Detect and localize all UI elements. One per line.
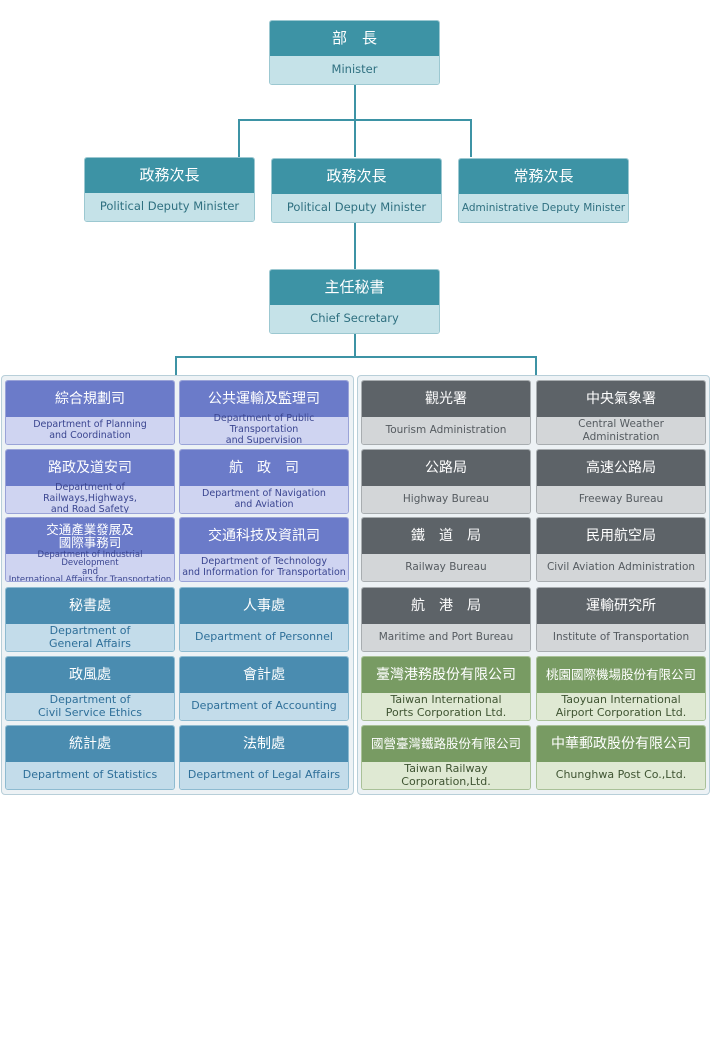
connector-left-panel	[175, 356, 177, 375]
deputy-title-en: Political Deputy Minister	[85, 193, 254, 221]
unit-name-en: Department of Planning and Coordination	[6, 417, 174, 444]
unit-name-en: Freeway Bureau	[537, 486, 705, 513]
unit-name-zh: 路政及道安司	[6, 450, 174, 486]
unit-name-en: Civil Aviation Administration	[537, 554, 705, 581]
unit-name-zh: 中華郵政股份有限公司	[537, 726, 705, 762]
unit-name-en: Highway Bureau	[362, 486, 530, 513]
deputy-title-en: Political Deputy Minister	[272, 194, 441, 222]
unit-name-zh: 高速公路局	[537, 450, 705, 486]
unit-name-en: Department of Civil Service Ethics	[6, 693, 174, 720]
unit-name-en: Chunghwa Post Co.,Ltd.	[537, 762, 705, 789]
chief-secretary-box: 主任秘書 Chief Secretary	[269, 269, 440, 334]
minister-title-zh: 部 長	[270, 21, 439, 56]
unit-name-zh: 公共運輸及監理司	[180, 381, 348, 417]
unit-name-zh: 會計處	[180, 657, 348, 693]
unit-name-en: Institute of Transportation	[537, 624, 705, 651]
unit-name-en: Department of Statistics	[6, 762, 174, 789]
deputy-title-en: Administrative Deputy Minister	[459, 194, 628, 222]
unit-name-zh: 桃園國際機場股份有限公司	[537, 657, 705, 693]
connector-chief-secretary-down	[354, 333, 356, 357]
deputy-title-zh: 常務次長	[459, 159, 628, 194]
unit-name-zh: 民用航空局	[537, 518, 705, 554]
administrative-deputy-minister-box: 常務次長 Administrative Deputy Minister	[458, 158, 629, 223]
unit-name-en: Department of Personnel	[180, 624, 348, 651]
unit-name-zh: 鐵 道 局	[362, 518, 530, 554]
unit-name-en: Railway Bureau	[362, 554, 530, 581]
unit-name-en: Taoyuan International Airport Corporatio…	[537, 693, 705, 720]
unit-name-en: Central Weather Administration	[537, 417, 705, 444]
unit-name-en: Department of Legal Affairs	[180, 762, 348, 789]
unit-name-zh: 政風處	[6, 657, 174, 693]
unit-name-zh: 中央氣象署	[537, 381, 705, 417]
unit-name-en: Department of General Affairs	[6, 624, 174, 651]
unit-name-zh: 公路局	[362, 450, 530, 486]
minister-title-en: Minister	[270, 56, 439, 84]
unit-name-en: Department of Public Transportation and …	[180, 413, 348, 444]
unit-name-en: Taiwan International Ports Corporation L…	[362, 693, 530, 720]
unit-name-zh: 秘書處	[6, 588, 174, 624]
unit-name-zh: 統計處	[6, 726, 174, 762]
deputy-minister-box-1: 政務次長 Political Deputy Minister	[84, 157, 255, 222]
unit-name-zh: 人事處	[180, 588, 348, 624]
unit-name-en: Department of Railways,Highways, and Roa…	[6, 482, 174, 513]
connector-deputy-left	[238, 119, 240, 157]
connector-right-panel	[535, 356, 537, 375]
deputy-title-zh: 政務次長	[85, 158, 254, 193]
unit-name-en: Maritime and Port Bureau	[362, 624, 530, 651]
chief-secretary-title-zh: 主任秘書	[270, 270, 439, 305]
unit-name-en: Department of Accounting	[180, 693, 348, 720]
connector-deputy-right	[470, 119, 472, 157]
deputy-title-zh: 政務次長	[272, 159, 441, 194]
unit-name-zh: 航 港 局	[362, 588, 530, 624]
unit-name-zh: 觀光署	[362, 381, 530, 417]
unit-name-zh: 國營臺灣鐵路股份有限公司	[362, 726, 530, 762]
unit-name-en: Department of Navigation and Aviation	[180, 486, 348, 513]
connector-units-horizontal	[175, 356, 537, 358]
unit-name-zh: 運輸研究所	[537, 588, 705, 624]
deputy-minister-box-2: 政務次長 Political Deputy Minister	[271, 158, 442, 223]
unit-name-en: Taiwan Railway Corporation,Ltd.	[362, 762, 530, 789]
unit-name-zh: 綜合規劃司	[6, 381, 174, 417]
minister-box: 部 長 Minister	[269, 20, 440, 85]
unit-name-en: Tourism Administration	[362, 417, 530, 444]
unit-name-en: Department of Industrial Development and…	[6, 550, 174, 581]
connector-deputies-horizontal	[238, 119, 472, 121]
unit-name-zh: 交通產業發展及 國際事務司	[6, 518, 174, 554]
connector-to-chief-secretary	[354, 222, 356, 269]
unit-name-zh: 交通科技及資訊司	[180, 518, 348, 554]
unit-name-zh: 航 政 司	[180, 450, 348, 486]
unit-name-zh: 臺灣港務股份有限公司	[362, 657, 530, 693]
unit-name-zh: 法制處	[180, 726, 348, 762]
chief-secretary-title-en: Chief Secretary	[270, 305, 439, 333]
unit-name-en: Department of Technology and Information…	[180, 554, 348, 581]
